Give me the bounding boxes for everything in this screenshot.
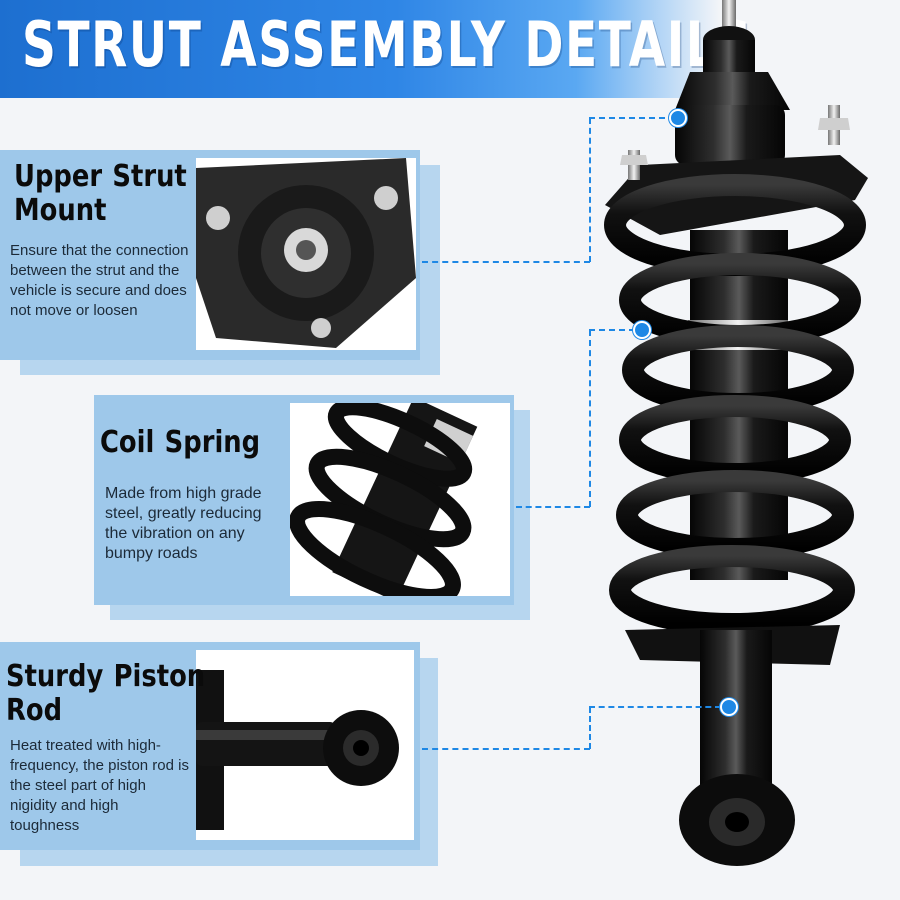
strut-assembly-image	[604, 0, 868, 866]
title-banner: STRUT ASSEMBLY DETAILS	[0, 0, 751, 98]
callout-piston-line2	[589, 706, 721, 708]
piston-rod-title: Sturdy Piston	[6, 660, 205, 694]
callout-coil-vline	[589, 330, 591, 507]
callout-piston-line	[422, 748, 590, 750]
piston-rod-title-word2: Piston	[113, 659, 206, 694]
callout-upper-mount-line2	[589, 117, 675, 119]
coil-spring-image	[290, 403, 510, 596]
upper-mount-title-line2: Mount	[14, 193, 107, 228]
piston-rod-image	[196, 650, 414, 840]
callout-upper-mount-vline	[589, 118, 591, 262]
coil-spring-description: Made from high grade steel, greatly redu…	[105, 485, 262, 562]
callout-coil-line2	[589, 329, 635, 331]
upper-strut-mount-image	[196, 158, 416, 350]
upper-mount-description: Ensure that the connection between the s…	[10, 242, 189, 319]
piston-rod-title-line2: Rod	[6, 693, 63, 728]
upper-mount-title-word2: Strut	[112, 159, 187, 194]
callout-upper-mount-line	[422, 261, 590, 263]
callout-piston-dot	[720, 698, 738, 716]
callout-piston-vline	[589, 707, 591, 749]
upper-mount-title-word1: Upper	[14, 159, 103, 194]
upper-mount-title: Upper Strut	[14, 160, 187, 194]
page-title: STRUT ASSEMBLY DETAILS	[22, 8, 753, 81]
callout-coil-dot	[633, 321, 651, 339]
coil-spring-title: Coil Spring	[100, 426, 260, 460]
callout-coil-line	[516, 506, 590, 508]
piston-rod-title-word1: Sturdy	[6, 659, 104, 694]
piston-rod-description: Heat treated with high-frequency, the pi…	[10, 737, 189, 834]
coil-spring-title-word1: Coil	[100, 425, 155, 460]
coil-spring-title-word2: Spring	[164, 425, 261, 460]
callout-upper-mount-dot	[669, 109, 687, 127]
